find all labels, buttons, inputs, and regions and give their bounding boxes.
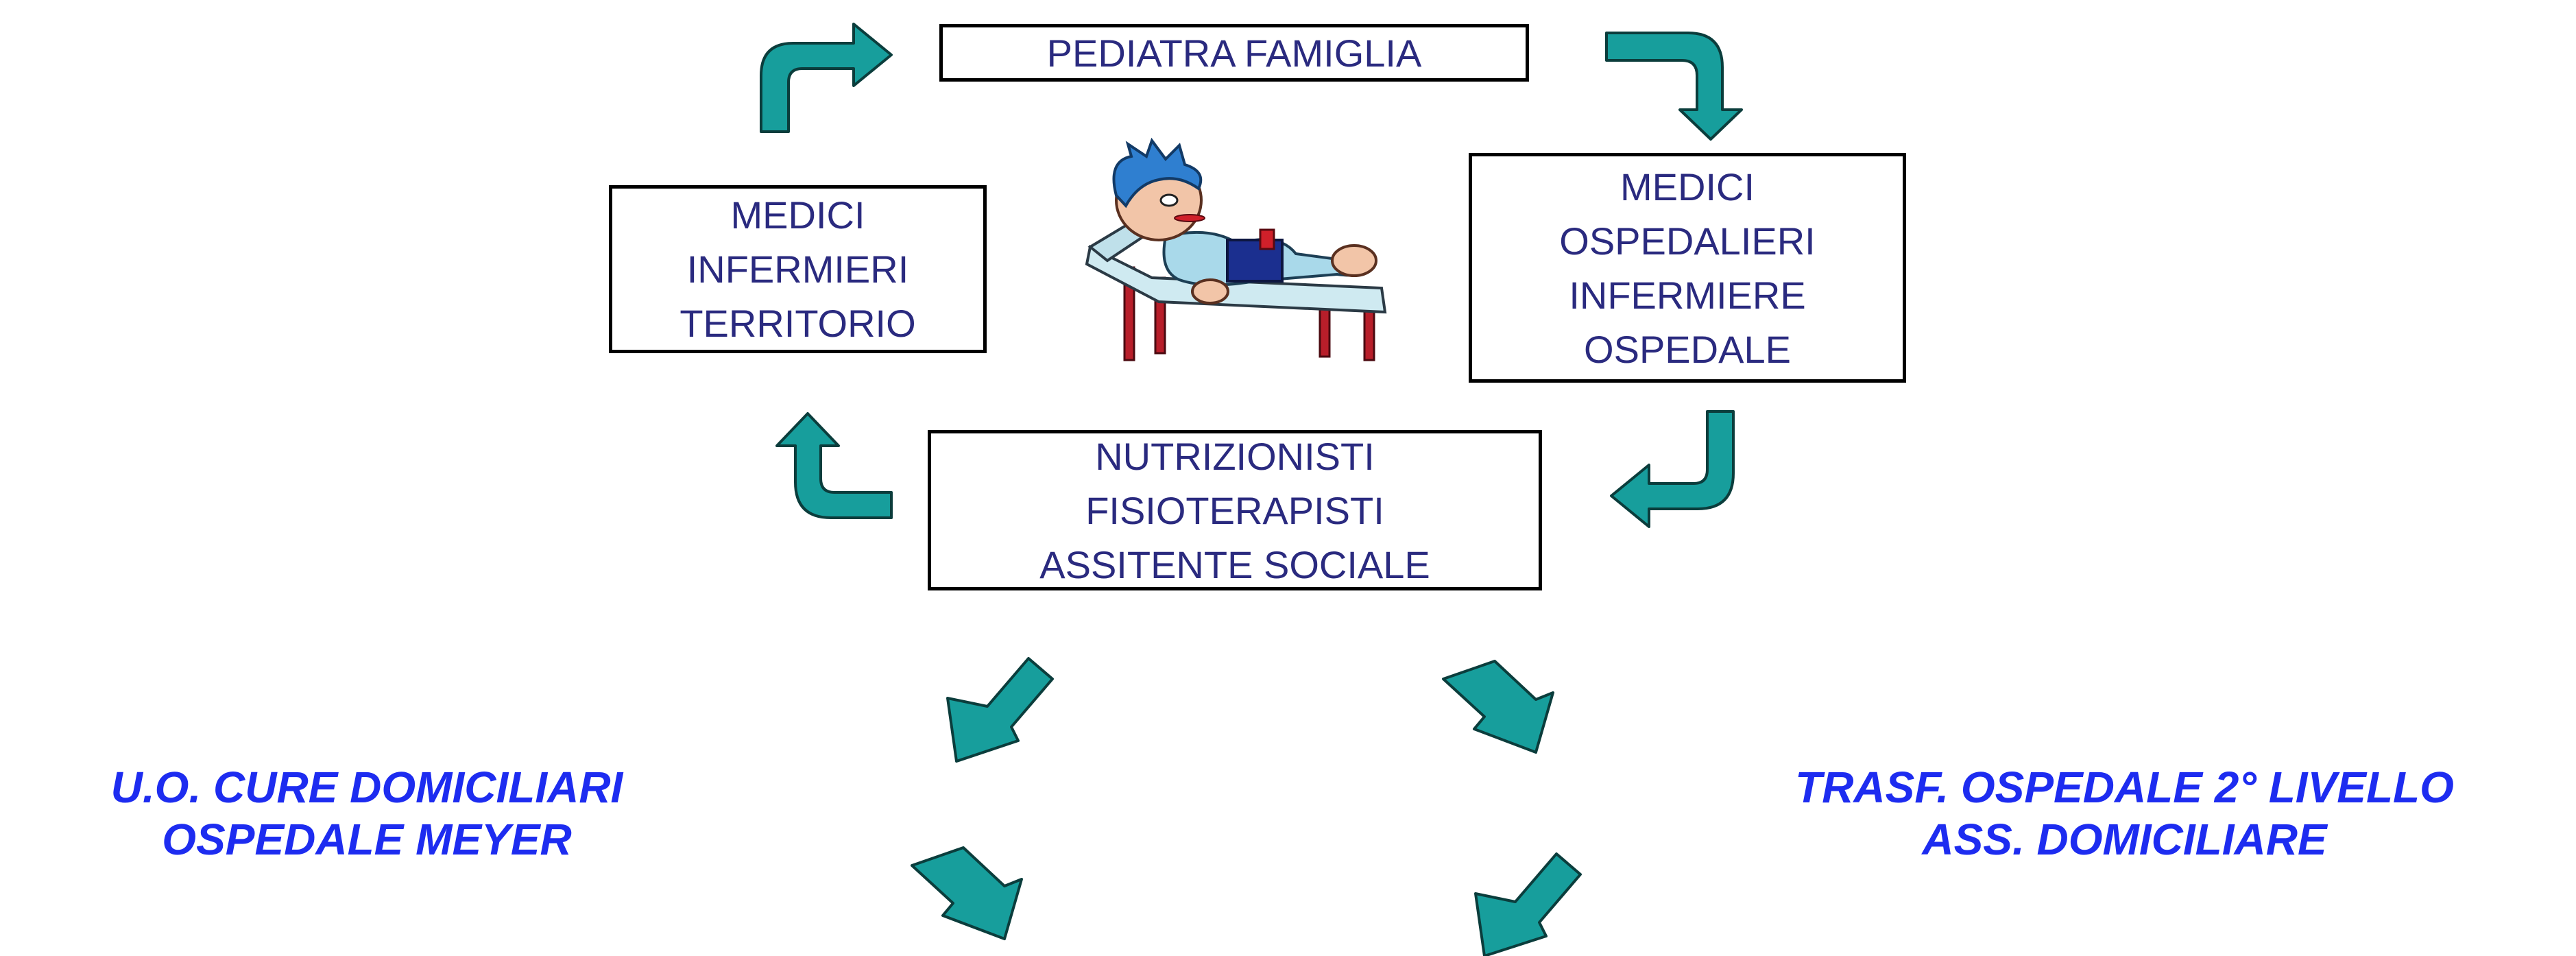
- box-text-line: MEDICI: [1620, 165, 1755, 208]
- box-text-line: OSPEDALIERI: [1559, 219, 1816, 263]
- territorio-box: MEDICI INFERMIERI TERRITORIO: [609, 185, 987, 353]
- arrow-ospedale-to-nutrizionisti: [1610, 410, 1735, 528]
- arrow-down-right-1: [1442, 660, 1554, 754]
- box-text-line: INFERMIERE: [1569, 273, 1806, 317]
- box-text-line: TERRITORIO: [679, 302, 916, 345]
- arrow-down-right-2: [1474, 852, 1582, 956]
- child-hair: [1112, 137, 1203, 208]
- nutrizionisti-box: NUTRIZIONISTI FISIOTERAPISTI ASSITENTE S…: [928, 430, 1542, 590]
- outcome-line: OSPEDALE MEYER: [162, 815, 572, 864]
- arrow-down-left-1: [946, 657, 1054, 763]
- arrow-nutrizionisti-to-territorio: [775, 412, 893, 519]
- box-text-line: FISIOTERAPISTI: [1085, 488, 1384, 532]
- outcome-line: ASS. DOMICILIARE: [1922, 815, 2327, 864]
- patient-bed-illustration: [1085, 137, 1387, 361]
- red-cup: [1259, 228, 1275, 250]
- child-hand: [1191, 278, 1229, 304]
- pediatra-famiglia-box: PEDIATRA FAMIGLIA: [939, 24, 1529, 82]
- outcome-line: U.O. CURE DOMICILIARI: [110, 763, 623, 812]
- box-text-line: OSPEDALE: [1584, 327, 1791, 371]
- outcome-line: TRASF. OSPEDALE 2° LIVELLO: [1795, 763, 2454, 812]
- thermometer: [1174, 214, 1205, 222]
- outcome-cure-domiciliari: U.O. CURE DOMICILIARI OSPEDALE MEYER: [0, 761, 734, 865]
- arrow-pediatra-to-ospedale: [1605, 32, 1743, 141]
- box-text-line: MEDICI: [730, 193, 865, 237]
- box-text-line: INFERMIERI: [686, 248, 909, 291]
- ospedale-box: MEDICI OSPEDALIERI INFERMIERE OSPEDALE: [1469, 153, 1906, 383]
- box-text-line: ASSITENTE SOCIALE: [1039, 542, 1430, 586]
- child-feet: [1331, 244, 1377, 277]
- child-eye: [1159, 193, 1179, 207]
- box-text-line: PEDIATRA FAMIGLIA: [1046, 31, 1422, 75]
- arrow-territorio-to-pediatra: [760, 23, 893, 133]
- box-text-line: NUTRIZIONISTI: [1095, 434, 1375, 478]
- arrow-down-left-2: [911, 846, 1023, 940]
- bed-frame: [1085, 245, 1387, 314]
- outcome-ospedale-secondo-livello: TRASF. OSPEDALE 2° LIVELLO ASS. DOMICILI…: [1673, 761, 2576, 865]
